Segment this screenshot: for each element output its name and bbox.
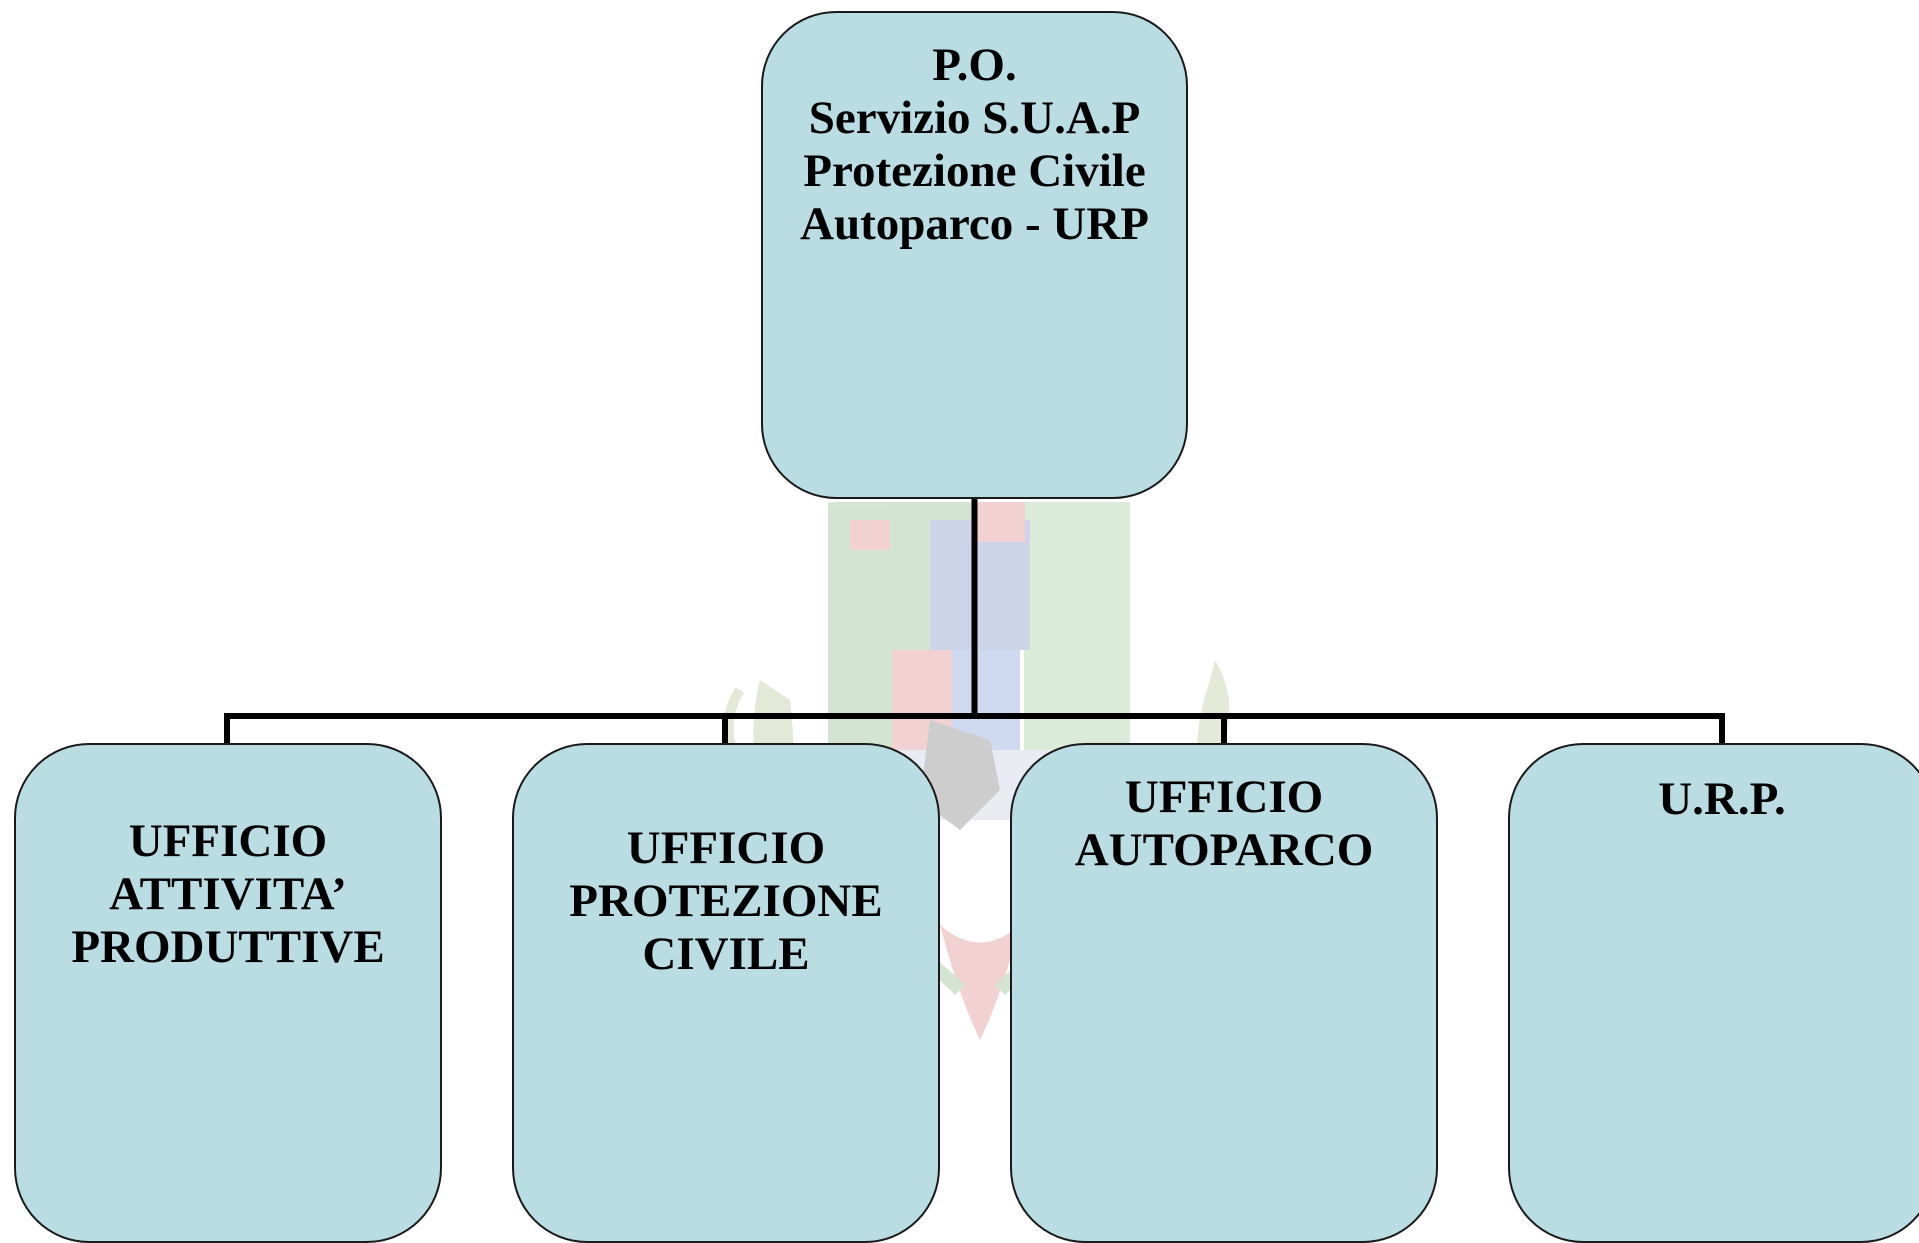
child-node-urp: U.R.P. xyxy=(1508,743,1919,1243)
child-node-line: UFFICIO xyxy=(626,822,826,874)
child-node-line: U.R.P. xyxy=(1658,773,1786,825)
child-node-line: AUTOPARCO xyxy=(1074,824,1374,876)
root-node-po-servizio-suap: P.O. Servizio S.U.A.P Protezione Civile … xyxy=(761,11,1188,499)
root-node-line: Autoparco - URP xyxy=(800,198,1149,250)
child-node-ufficio-attivita-produttive: UFFICIO ATTIVITA’ PRODUTTIVE xyxy=(14,743,442,1243)
root-node-line: P.O. xyxy=(932,39,1017,91)
child-node-line: UFFICIO xyxy=(128,815,328,867)
root-node-line: Servizio S.U.A.P xyxy=(808,92,1141,144)
child-node-line: UFFICIO xyxy=(1124,771,1324,823)
root-node-line: Protezione Civile xyxy=(803,145,1146,197)
child-node-ufficio-autoparco: UFFICIO AUTOPARCO xyxy=(1010,743,1438,1243)
child-node-ufficio-protezione-civile: UFFICIO PROTEZIONE CIVILE xyxy=(512,743,940,1243)
child-node-line: CIVILE xyxy=(642,928,810,980)
child-node-line: PROTEZIONE xyxy=(569,875,883,927)
child-node-line: ATTIVITA’ xyxy=(109,868,347,920)
child-node-line: PRODUTTIVE xyxy=(71,921,385,973)
